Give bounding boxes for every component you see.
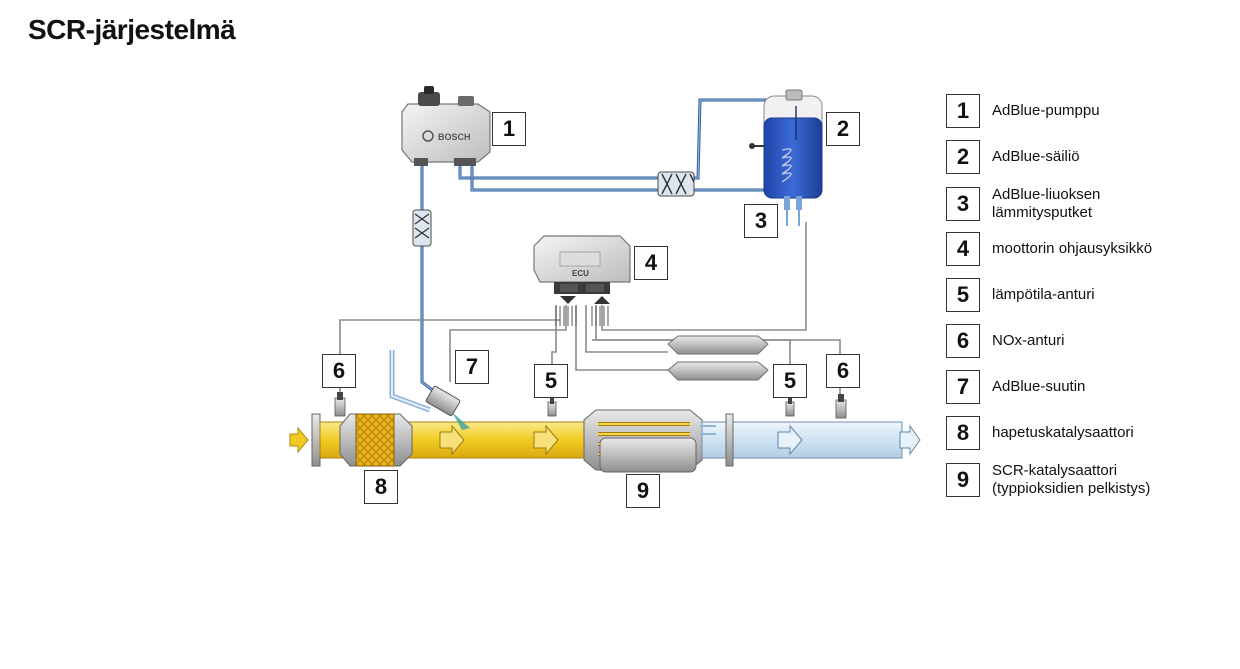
- callout-5-mid: 5: [534, 364, 568, 398]
- adblue-tank: [749, 89, 823, 226]
- callout-7: 7: [455, 350, 489, 384]
- legend-label: AdBlue-pumppu: [992, 102, 1100, 119]
- legend-item: 5 lämpötila-anturi: [946, 278, 1095, 312]
- legend-item: 1 AdBlue-pumppu: [946, 94, 1100, 128]
- pump-brand-label: BOSCH: [438, 132, 471, 142]
- adblue-pump: BOSCH: [401, 86, 491, 166]
- callout-1: 1: [492, 112, 526, 146]
- legend-label: hapetuskatalysaattori: [992, 424, 1134, 441]
- legend-item: 7 AdBlue-suutin: [946, 370, 1085, 404]
- callout-8: 8: [364, 470, 398, 504]
- callout-6-right: 6: [826, 354, 860, 388]
- adblue-injector: [389, 350, 470, 430]
- callout-6-left: 6: [322, 354, 356, 388]
- callout-9: 9: [626, 474, 660, 508]
- legend-label: lämpötila-anturi: [992, 286, 1095, 303]
- legend-number: 9: [946, 463, 980, 497]
- legend-item: 8 hapetuskatalysaattori: [946, 416, 1134, 450]
- page-title: SCR-järjestelmä: [28, 14, 236, 45]
- temp-sensor-mid: [547, 396, 557, 417]
- legend-label: AdBlue-liuoksen lämmitysputket: [992, 186, 1101, 221]
- legend-item: 4 moottorin ohjausyksikkö: [946, 232, 1152, 266]
- ecu: ECU: [533, 235, 631, 294]
- legend-number: 2: [946, 140, 980, 174]
- callout-2: 2: [826, 112, 860, 146]
- legend-number: 7: [946, 370, 980, 404]
- sensor-harness: [667, 335, 769, 381]
- legend-item: 9 SCR-katalysaattori (typpioksidien pelk…: [946, 462, 1150, 498]
- legend-number: 5: [946, 278, 980, 312]
- legend-item: 6 NOx-anturi: [946, 324, 1065, 358]
- legend-label: SCR-katalysaattori (typpioksidien pelkis…: [992, 462, 1151, 497]
- legend-number: 3: [946, 187, 980, 221]
- legend-item: 2 AdBlue-säiliö: [946, 140, 1080, 174]
- temp-sensor-right: [785, 396, 795, 417]
- heated-connector-vertical: [412, 209, 432, 247]
- legend-label: AdBlue-säiliö: [992, 148, 1080, 165]
- callout-4: 4: [634, 246, 668, 280]
- legend-number: 6: [946, 324, 980, 358]
- legend-item: 3 AdBlue-liuoksen lämmitysputket: [946, 186, 1100, 222]
- callout-5-right: 5: [773, 364, 807, 398]
- heated-connector: [657, 171, 695, 197]
- ecu-label: ECU: [572, 269, 589, 278]
- heater-coil: [781, 148, 792, 183]
- legend-number: 8: [946, 416, 980, 450]
- legend-label: NOx-anturi: [992, 332, 1065, 349]
- legend-label: AdBlue-suutin: [992, 378, 1086, 395]
- exhaust-pipe: [289, 409, 921, 473]
- legend-number: 4: [946, 232, 980, 266]
- nox-sensor-right: [835, 394, 847, 419]
- nox-sensor-left: [334, 392, 346, 417]
- ecu-connector-pins: [555, 296, 610, 326]
- legend-number: 1: [946, 94, 980, 128]
- legend-label: moottorin ohjausyksikkö: [992, 240, 1153, 257]
- callout-3: 3: [744, 204, 778, 238]
